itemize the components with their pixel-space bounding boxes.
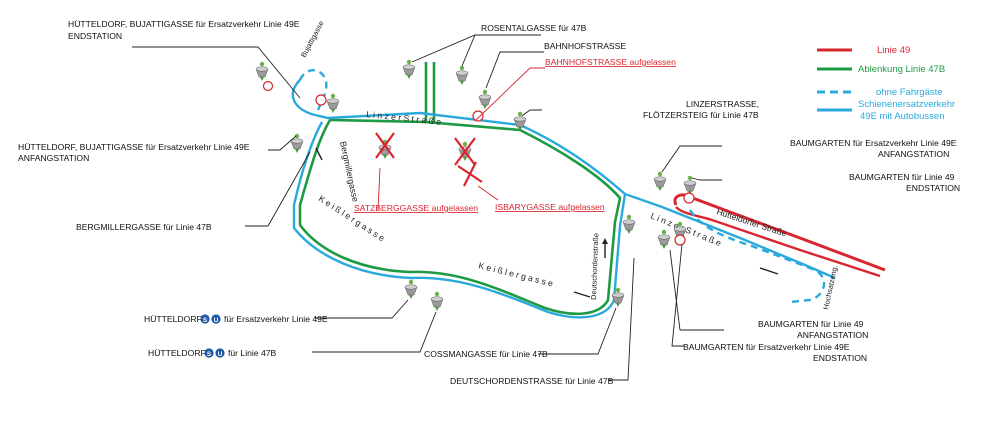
- label-baumgarten-49e-start-1: BAUMGARTEN für Ersatzverkehr Linie 49E: [790, 138, 957, 148]
- direction-arrow-east: [759, 267, 779, 275]
- label-baumgarten-49-start-1: BAUMGARTEN für Linie 49: [758, 319, 864, 329]
- label-linzerstrasse-1: LINZERSTRASSE,: [686, 99, 759, 109]
- stop-marker-baumgarten-1: [653, 171, 667, 192]
- legend-label-ablenkung: Ablenkung Linie 47B: [858, 64, 945, 75]
- label-huetteldorf-49e-prefix: HÜTTELDORF: [144, 314, 202, 324]
- street-deutschordenstrasse: Deutschordenstraße: [589, 233, 600, 300]
- street-bujattigasse: Bujattigasse: [299, 19, 326, 59]
- stop-marker-bujatti-ring: [326, 93, 340, 114]
- label-bahnhofstrasse-aufgelassen: BAHNHOFSTRASSE aufgelassen: [545, 57, 676, 67]
- stop-marker-cossmanngasse-1: [404, 279, 418, 300]
- s-bahn-badge-2-letter: S: [207, 351, 212, 358]
- label-satzberggasse: SATZBERGGASSE aufgelassen: [354, 203, 478, 213]
- label-bahnhofstrasse: BAHNHOFSTRASSE: [544, 41, 626, 51]
- u-bahn-badge-icon: [211, 314, 221, 324]
- legend-label-ohne-fahrgaeste: ohne Fahrgäste: [876, 87, 943, 98]
- stop-marker-baumgarten-3: [657, 229, 671, 250]
- label-huetteldorf-47b-suffix: für Linie 47B: [228, 348, 277, 358]
- tram-stop-bahnhofstrasse-icon: [472, 110, 484, 122]
- legend-label-schienenersatz-2: 49E mit Autobussen: [860, 111, 945, 122]
- stop-marker-huetteldorf-start: [290, 133, 304, 154]
- leader-lines: [132, 34, 724, 381]
- stop-marker-deutschorden-2: [622, 214, 636, 235]
- label-baumgarten-49e-start-2: ANFANGSTATION: [878, 149, 949, 159]
- u-bahn-badge-2-icon: [215, 348, 225, 358]
- tram-stop-bujatti-icon: [315, 94, 327, 106]
- schienenersatz-49e-route: [291, 79, 836, 319]
- street-keisslergasse-south: K e i ß l e r g a s s e: [478, 260, 555, 288]
- label-huetteldorf-bujatti-end-1: HÜTTELDORF, BUJATTIGASSE für Ersatzverke…: [68, 19, 300, 29]
- u-bahn-badge-2-letter: U: [218, 351, 223, 358]
- label-baumgarten-49e-end-1: BAUMGARTEN für Ersatzverkehr Linie 49E: [683, 342, 850, 352]
- tram-stop-baumgarten-icon: [683, 192, 695, 204]
- street-linzer-strasse: L i n z e r S t r a ß e: [366, 109, 442, 127]
- stop-marker-satzberggasse: [378, 139, 392, 160]
- u-bahn-badge-letter: U: [214, 317, 219, 324]
- legend-label-linie49: Linie 49: [877, 45, 910, 56]
- s-bahn-badge-letter: S: [203, 317, 208, 324]
- closed-cross-isbarygasse-icon: [454, 137, 476, 166]
- stop-marker-rosentalgasse-1: [402, 59, 416, 80]
- label-rosentalgasse: ROSENTALGASSE für 47B: [481, 23, 587, 33]
- legend: Linie 49 Ablenkung Linie 47B ohne Fahrgä…: [817, 45, 955, 122]
- label-linzerstrasse-2: FLÖTZERSTEIG für Linie 47B: [643, 110, 759, 120]
- label-huetteldorf-49e-suffix: für Ersatzverkehr Linie 49E: [224, 314, 328, 324]
- direction-arrow-bergmiller: [315, 147, 323, 161]
- label-baumgarten-49-start-2: ANFANGSTATION: [797, 330, 868, 340]
- closed-cross-satzberggasse-icon: [375, 132, 395, 159]
- stop-marker-bahnhofstrasse: [478, 89, 492, 110]
- direction-arrow-deutschorden-head: [602, 238, 608, 244]
- tram-stop-huetteldorf-icon: [262, 80, 274, 92]
- linie-49-track-return: [675, 206, 881, 278]
- stop-marker-huetteldorf-end: [255, 61, 269, 82]
- label-huetteldorf-bujatti-end-2: ENDSTATION: [68, 31, 122, 41]
- label-baumgarten-49e-end-2: ENDSTATION: [813, 353, 867, 363]
- label-baumgarten-49-end-1: BAUMGARTEN für Linie 49: [849, 172, 955, 182]
- s-bahn-badge-icon: [200, 314, 210, 324]
- s-bahn-badge-2-icon: [204, 348, 214, 358]
- label-cossmanngasse: COSSMANGASSE für Linie 47B: [424, 349, 548, 359]
- ablenkung-47b-track: [298, 62, 622, 316]
- label-huetteldorf-bujatti-start-1: HÜTTELDORF, BUJATTIGASSE für Ersatzverke…: [18, 142, 250, 152]
- legend-label-schienenersatz-1: Schienenersatzverkehr: [858, 99, 955, 110]
- linie-49-track: [673, 193, 886, 272]
- closed-cross-isbarygasse-2-icon: [457, 161, 483, 187]
- label-huetteldorf-47b-prefix: HÜTTELDORF: [148, 348, 206, 358]
- stop-marker-cossmanngasse-2: [430, 291, 444, 312]
- stop-marker-rosentalgasse-2: [455, 65, 469, 86]
- label-deutschordenstrasse: DEUTSCHORDENSTRASSE für Linie 47B: [450, 376, 614, 386]
- label-bergmillergasse: BERGMILLERGASSE für Linie 47B: [76, 222, 212, 232]
- direction-arrow-keissler: [573, 291, 591, 298]
- label-isbarygasse: ISBARYGASSE aufgelassen: [495, 202, 605, 212]
- tram-stop-baumgarten-2-icon: [674, 234, 686, 246]
- street-bergmillergasse: Bergmillergasse: [338, 140, 361, 203]
- label-baumgarten-49-end-2: ENDSTATION: [906, 183, 960, 193]
- label-huetteldorf-bujatti-start-2: ANFANGSTATION: [18, 153, 89, 163]
- ohne-fahrgaeste-route-east: [688, 209, 826, 304]
